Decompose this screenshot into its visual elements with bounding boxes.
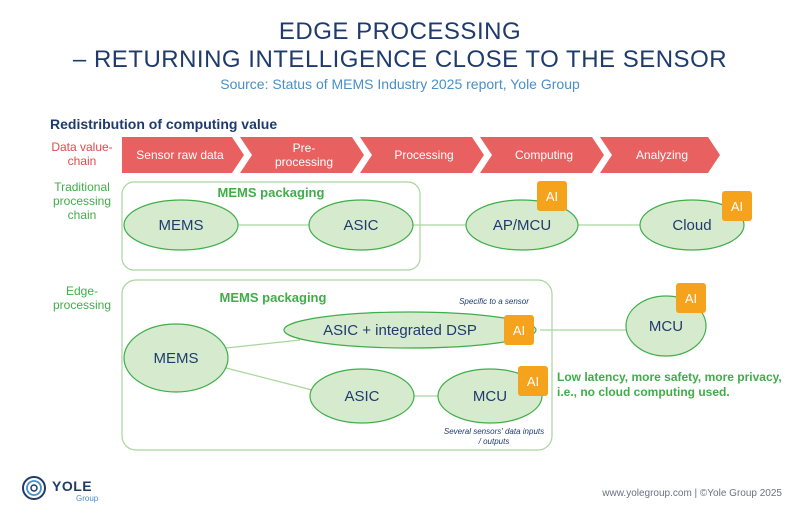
note-several-sensors: Several sensors' data inputs xyxy=(444,427,544,436)
mems-packaging-box xyxy=(121,279,553,451)
node-label: MCU xyxy=(649,318,683,335)
source-caption: Source: Status of MEMS Industry 2025 rep… xyxy=(220,76,580,92)
row-label-value-chain: Data value-chain xyxy=(51,140,113,168)
chain-step-label: processing xyxy=(275,155,333,169)
page-title-line-1: EDGE PROCESSING xyxy=(278,18,522,45)
traditional-chain: MEMS packaging MEMS ASIC AP/MCU AI Cloud… xyxy=(121,181,752,271)
page-title-line-2: – RETURNING INTELLIGENCE CLOSE TO THE SE… xyxy=(72,46,728,73)
node-asic-edge xyxy=(309,368,415,424)
node-mems xyxy=(123,199,239,251)
ai-badge-label: AI xyxy=(685,291,697,306)
node-label: MEMS xyxy=(159,217,204,234)
edge-chain: MEMS packaging Specific to a sensor MEMS… xyxy=(121,279,707,451)
packaging-label: MEMS packaging xyxy=(220,290,327,305)
ai-badge-icon xyxy=(518,366,548,396)
node-label: ASIC xyxy=(343,217,378,234)
ai-badge-icon xyxy=(504,315,534,345)
row-label-edge: Edge-processing xyxy=(52,284,112,312)
node-label: MCU xyxy=(473,388,507,405)
node-label: MEMS xyxy=(154,350,199,367)
node-label: ASIC + integrated DSP xyxy=(323,322,477,339)
section-heading: Redistribution of computing value xyxy=(50,116,278,132)
chain-step-sensor-raw-data xyxy=(122,137,244,173)
chain-step-label: Pre- xyxy=(293,141,316,155)
node-label: ASIC xyxy=(344,388,379,405)
ai-badge-label: AI xyxy=(513,323,525,338)
ai-badge-icon xyxy=(722,191,752,221)
node-mems-edge xyxy=(123,323,229,393)
ai-badge-icon xyxy=(537,181,567,211)
yole-logo-icon xyxy=(22,476,46,500)
chain-step-label: Analyzing xyxy=(636,148,688,162)
value-chain: Sensor raw data Pre- processing Processi… xyxy=(122,137,720,173)
packaging-label: MEMS packaging xyxy=(218,185,325,200)
mems-packaging-box xyxy=(121,181,421,271)
node-asic xyxy=(308,199,414,251)
node-label: Cloud xyxy=(672,217,711,234)
ai-badge-label: AI xyxy=(527,374,539,389)
edge-benefits-text: Low latency, more safety, more privacy, … xyxy=(557,370,782,399)
logo-sub: Group xyxy=(76,494,99,503)
chain-step-processing xyxy=(360,137,484,173)
ai-badge-label: AI xyxy=(731,199,743,214)
note-specific-sensor: Specific to a sensor xyxy=(459,297,529,306)
node-cloud xyxy=(639,199,745,251)
chain-step-analyzing xyxy=(600,137,720,173)
node-label: AP/MCU xyxy=(493,217,551,234)
node-ap-mcu xyxy=(465,199,579,251)
note-several-sensors: / outputs xyxy=(478,437,510,446)
chain-step-label: Sensor raw data xyxy=(136,148,224,162)
chain-step-pre-processing xyxy=(240,137,364,173)
chain-step-label: Processing xyxy=(394,148,453,162)
chain-step-label: Computing xyxy=(515,148,573,162)
ai-badge-label: AI xyxy=(546,189,558,204)
chain-step-computing xyxy=(480,137,604,173)
node-asic-dsp xyxy=(283,311,537,349)
ai-badge-icon xyxy=(676,283,706,313)
footer-text: www.yolegroup.com | ©Yole Group 2025 xyxy=(602,488,782,499)
logo-name: YOLE xyxy=(52,478,93,494)
row-label-traditional: Traditional processing chain xyxy=(52,180,112,222)
